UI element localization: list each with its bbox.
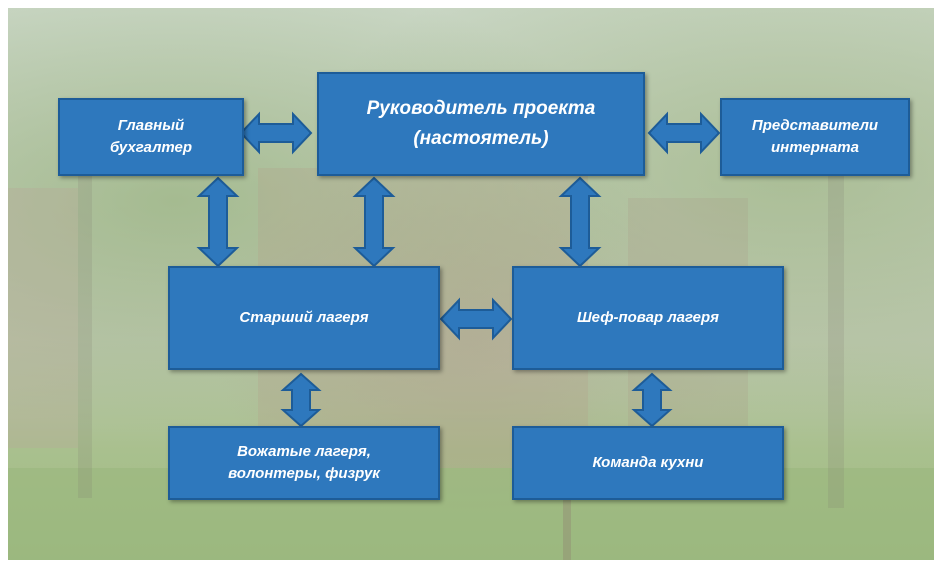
arrow-senior-counselors [282, 373, 320, 427]
node-kitchen-team: Команда кухни [512, 426, 784, 500]
arrow-head-senior [354, 177, 394, 267]
node-counselors: Вожатые лагеря, волонтеры, физрук [168, 426, 440, 500]
node-camp-chef-label: Шеф-повар лагеря [577, 309, 719, 326]
arrow-accountant-senior [198, 177, 238, 267]
arrow-head-reps [648, 113, 720, 153]
node-boarding-reps-label: Представители интерната [751, 117, 879, 156]
arrow-head-chef [560, 177, 600, 267]
node-project-head-label: Руководитель проекта (настоятель) [366, 98, 596, 149]
node-chief-accountant-label: Главный бухгалтер [109, 117, 193, 156]
node-project-head: Руководитель проекта (настоятель) [317, 72, 645, 176]
arrow-accountant-head [240, 113, 312, 153]
arrow-senior-chef [440, 299, 512, 339]
node-camp-chef: Шеф-повар лагеря [512, 266, 784, 370]
node-camp-senior: Старший лагеря [168, 266, 440, 370]
node-counselors-label: Вожатые лагеря, волонтеры, физрук [228, 443, 380, 482]
node-kitchen-team-label: Команда кухни [592, 454, 704, 471]
node-camp-senior-label: Старший лагеря [239, 309, 369, 326]
node-boarding-reps: Представители интерната [720, 98, 910, 176]
diagram-canvas: Главный бухгалтер Руководитель проекта (… [8, 8, 934, 560]
arrow-chef-kitchen [633, 373, 671, 427]
node-chief-accountant: Главный бухгалтер [58, 98, 244, 176]
